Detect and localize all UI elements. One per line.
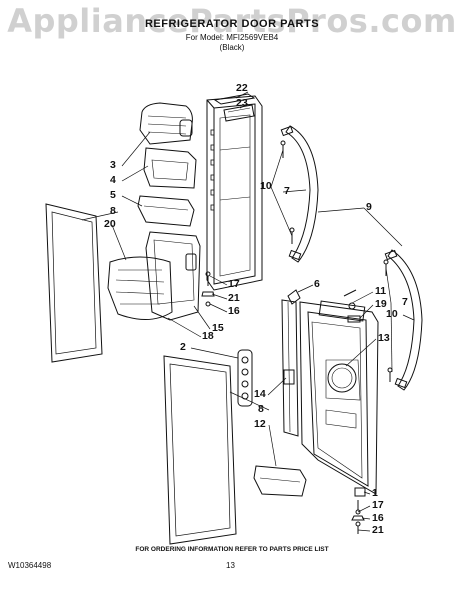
page-title: REFRIGERATOR DOOR PARTS [144, 18, 320, 30]
lower-handle [384, 249, 423, 391]
lower-hinge-parts [351, 487, 366, 534]
door-shelf-small [137, 195, 195, 227]
callout-4: 4 [110, 174, 116, 186]
color-line: (Black) [219, 43, 245, 52]
dairy-bin [143, 147, 197, 189]
dairy-cover [139, 102, 193, 145]
ordering-info: FOR ORDERING INFORMATION REFER TO PARTS … [135, 546, 329, 553]
door-bin-lower [253, 465, 307, 497]
callout-3: 3 [110, 159, 116, 171]
callout-14: 14 [254, 388, 266, 400]
upper-hinge-parts [201, 271, 215, 307]
handle-screws-upper [280, 140, 295, 244]
callout-21-upper: 21 [228, 292, 240, 304]
callout-20: 20 [104, 218, 116, 230]
callout-8-upper: 8 [110, 205, 116, 217]
callout-6: 6 [314, 278, 320, 290]
leader-lines [81, 91, 415, 532]
lower-door-liner [299, 300, 379, 495]
upper-handle [280, 125, 319, 263]
callout-1: 1 [372, 487, 378, 499]
small-hinge-parts [287, 289, 361, 323]
document-number: W10364498 [8, 561, 52, 570]
model-line: For Model: MFI2569VEB4 [185, 33, 279, 42]
callout-12: 12 [254, 418, 266, 430]
callout-22: 22 [236, 82, 248, 94]
handle-screws-lower [383, 259, 393, 382]
callout-7-lower: 7 [402, 296, 408, 308]
vertical-mullion [281, 299, 299, 437]
callout-9: 9 [366, 201, 372, 213]
callout-7-upper: 7 [284, 185, 290, 197]
watermark: AppliancePartsPros.com [7, 2, 457, 40]
callout-19: 19 [375, 298, 387, 310]
callout-5: 5 [110, 189, 116, 201]
callout-13: 13 [378, 332, 390, 344]
callout-21-lower: 21 [372, 524, 384, 536]
callout-15: 15 [212, 322, 224, 334]
callout-23: 23 [236, 97, 248, 109]
callout-10-upper: 10 [260, 180, 272, 192]
upper-door-gasket [45, 203, 103, 363]
callout-17-lower: 17 [372, 499, 384, 511]
icebox-bin-assembly [107, 231, 201, 321]
callout-10-lower: 10 [386, 308, 398, 320]
callout-16-upper: 16 [228, 305, 240, 317]
dispenser-controls [237, 349, 253, 407]
upper-door-liner [206, 95, 263, 291]
page-number: 13 [226, 561, 235, 570]
callout-16-lower: 16 [372, 512, 384, 524]
lower-door-gasket [163, 355, 237, 545]
callout-17-upper: 17 [228, 278, 240, 290]
callout-11: 11 [375, 285, 387, 297]
callout-18: 18 [202, 330, 214, 342]
callout-2: 2 [180, 341, 186, 353]
callout-8-lower: 8 [258, 403, 264, 415]
